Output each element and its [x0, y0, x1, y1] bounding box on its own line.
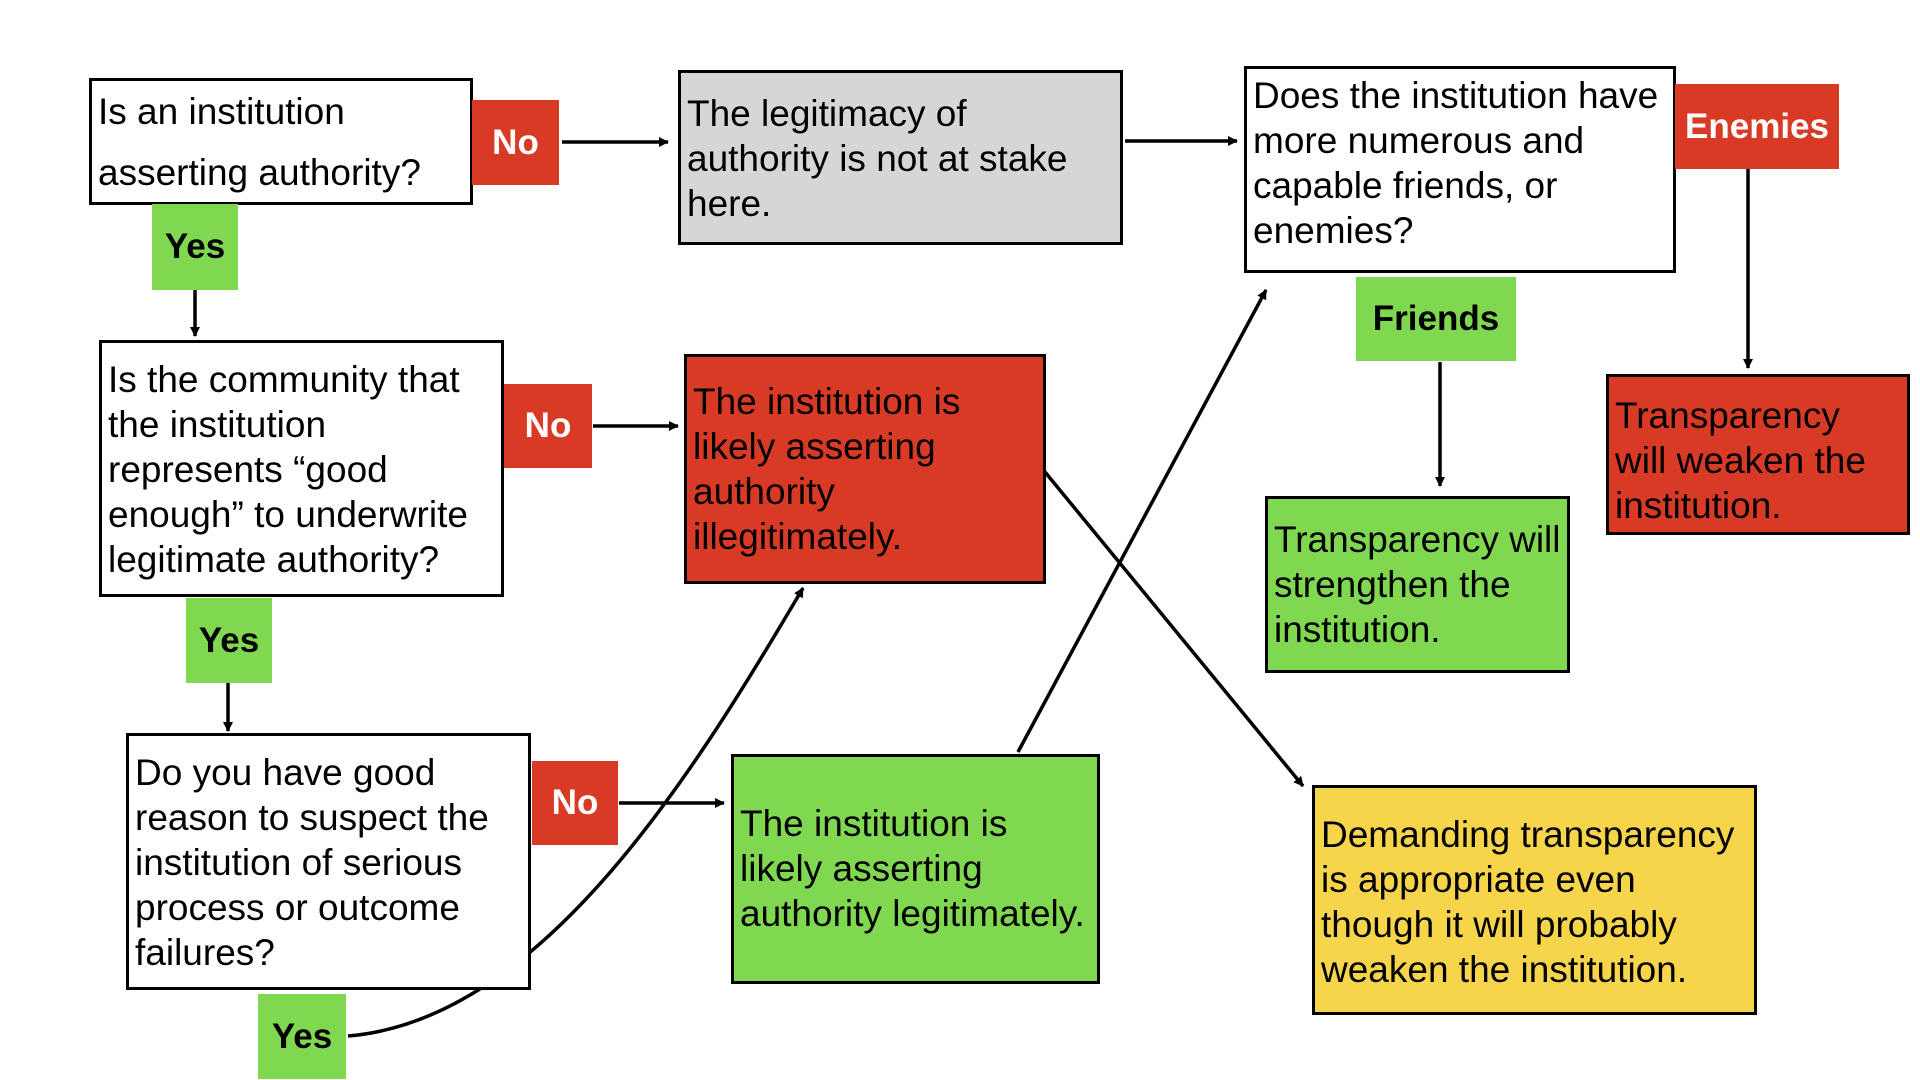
question-process-failures-text: Do you have good reason to suspect the i…: [135, 752, 489, 973]
box-transparency-strengthen-text: Transparency will strengthen the institu…: [1274, 519, 1561, 650]
box-transparency-weaken: Transparency will weaken the institution…: [1606, 374, 1910, 535]
tag-friends-text: Friends: [1372, 299, 1500, 338]
question-process-failures: Do you have good reason to suspect the i…: [126, 733, 531, 990]
tag-friends: Friends: [1356, 277, 1516, 361]
box-transparency-weaken-text: Transparency will weaken the institution…: [1615, 395, 1866, 526]
question-asserting-authority: Is an institution asserting authority?: [89, 78, 473, 205]
box-legitimate-text: The institution is likely asserting auth…: [740, 803, 1085, 934]
tag-yes-3-text: Yes: [271, 1016, 333, 1056]
box-illegitimate-text: The institution is likely asserting auth…: [693, 381, 961, 557]
tag-no-1: No: [472, 100, 559, 185]
tag-no-2: No: [504, 384, 592, 468]
arrow-legit-friendsq: [1016, 289, 1268, 753]
tag-no-1-text: No: [492, 122, 539, 162]
question-community-good-enough: Is the community that the institution re…: [99, 340, 504, 597]
box-not-at-stake: The legitimacy of authority is not at st…: [678, 70, 1123, 245]
tag-enemies-text: Enemies: [1685, 106, 1829, 146]
tag-yes-1-text: Yes: [164, 227, 226, 266]
tag-yes-2-text: Yes: [198, 620, 260, 660]
box-demand-transparency-text: Demanding transparency is appropriate ev…: [1321, 814, 1735, 990]
tag-no-3: No: [532, 761, 618, 845]
box-not-at-stake-text: The legitimacy of authority is not at st…: [687, 93, 1068, 224]
box-legitimate: The institution is likely asserting auth…: [731, 754, 1100, 984]
question-friends-or-enemies-text: Does the institution have more numerous …: [1253, 75, 1659, 251]
arrow-q3-yes: [347, 587, 805, 1038]
box-illegitimate: The institution is likely asserting auth…: [684, 354, 1046, 584]
arrow-illegit-demand: [1043, 470, 1305, 788]
tag-enemies: Enemies: [1675, 84, 1839, 169]
tag-no-2-text: No: [524, 406, 572, 445]
question-asserting-authority-text: Is an institution asserting authority?: [98, 91, 421, 193]
tag-yes-2: Yes: [186, 598, 272, 683]
box-demand-transparency: Demanding transparency is appropriate ev…: [1312, 785, 1757, 1015]
box-transparency-strengthen: Transparency will strengthen the institu…: [1265, 496, 1570, 673]
tag-yes-3: Yes: [258, 994, 346, 1079]
tag-yes-1: Yes: [152, 204, 238, 290]
tag-no-3-text: No: [551, 783, 599, 822]
question-friends-or-enemies: Does the institution have more numerous …: [1244, 66, 1676, 273]
question-community-good-enough-text: Is the community that the institution re…: [108, 359, 468, 580]
